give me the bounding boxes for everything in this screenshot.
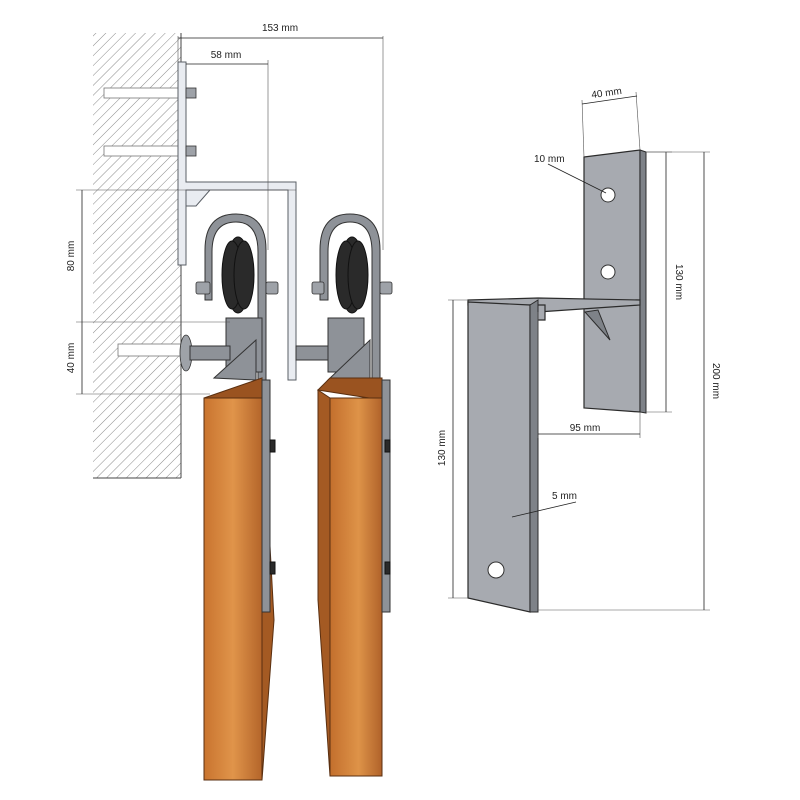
bolt-icon [185,145,197,157]
dim-lower-height: 130 mm [437,430,448,466]
dim-thickness: 5 mm [552,491,577,502]
dim-offset: 95 mm [570,423,601,434]
door-right [316,377,391,777]
dim-bracket-height: 80 mm [66,241,77,272]
right-hanger [311,213,393,391]
mount-hole-icon [600,187,616,203]
assembly-dimensions: 153 mm 58 mm 80 mm 40 mm [66,23,384,395]
door-hole-icon [487,561,505,579]
stop-bolt [179,334,329,372]
door-left [203,377,276,781]
mount-hole-icon [600,264,616,280]
dim-plate-width: 40 mm [591,86,623,101]
assembly-view: 153 mm 58 mm 80 mm 40 mm [66,23,393,781]
dim-bracket-offset: 58 mm [211,50,242,61]
dim-bolt-spacing: 40 mm [66,343,77,374]
dim-hole: 10 mm [534,154,565,165]
left-hanger [195,213,279,391]
bracket-view: 40 mm 10 mm 130 mm 200 mm 95 mm 130 mm [437,86,721,613]
bracket-lower-plate [467,299,539,613]
bolt-icon [185,87,197,99]
wall [93,33,183,479]
dim-overall-width: 153 mm [262,23,298,34]
bracket-upper-plate [583,149,647,414]
dim-upper-height: 130 mm [673,264,684,300]
bracket-dimensions: 40 mm 10 mm 130 mm 200 mm 95 mm 130 mm [437,86,721,611]
dim-total-height: 200 mm [710,363,721,399]
